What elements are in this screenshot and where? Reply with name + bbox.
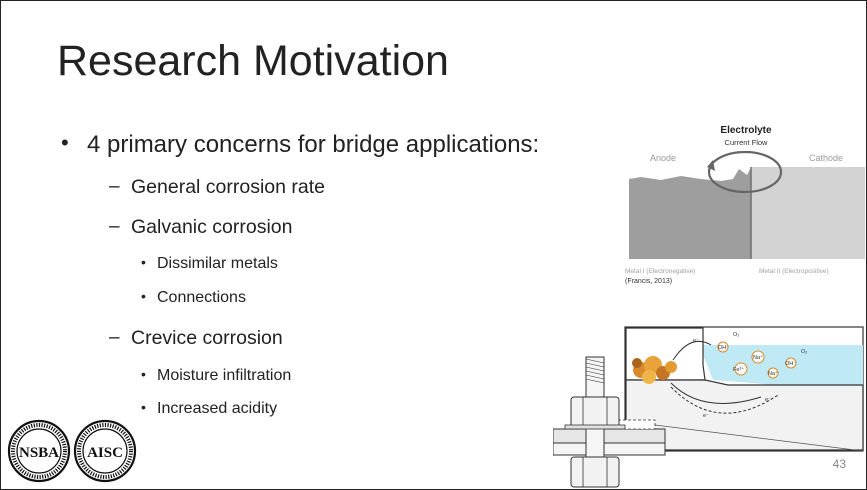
leader-line bbox=[654, 424, 864, 452]
electrolyte-label: Electrolyte bbox=[720, 125, 772, 136]
logos: NSBA AISC bbox=[7, 419, 137, 483]
bullet-dissimilar-metals: Dissimilar metals bbox=[157, 255, 278, 272]
aisc-logo-text: AISC bbox=[87, 445, 123, 461]
rust-cluster-icon bbox=[632, 356, 677, 384]
bullet-dot-small: • bbox=[141, 288, 146, 304]
ion-label: e⁻ bbox=[703, 413, 709, 419]
anode-label: Anode bbox=[650, 153, 676, 163]
bullet-general-corrosion: General corrosion rate bbox=[131, 176, 326, 198]
metal1-label: Metal I (Electronegative) bbox=[625, 268, 695, 275]
nsba-logo: NSBA bbox=[7, 419, 71, 483]
bullet-dot-small: • bbox=[141, 366, 146, 382]
cathode-label: Cathode bbox=[809, 153, 843, 163]
page-number: 43 bbox=[832, 457, 846, 471]
bullet-increased-acidity: Increased acidity bbox=[157, 400, 278, 417]
electron-path-arrow bbox=[670, 382, 762, 404]
bullet-dot: • bbox=[61, 130, 69, 155]
ion-label: e⁻ bbox=[693, 338, 699, 344]
galvanic-corrosion-figure: Electrolyte Current Flow Anode Cathode M… bbox=[621, 119, 865, 341]
bullet-moisture-infiltration: Moisture infiltration bbox=[157, 367, 292, 384]
upper-plate bbox=[553, 428, 666, 444]
washer-icon bbox=[564, 424, 626, 430]
na-ion-icon bbox=[751, 350, 765, 364]
lower-plate bbox=[553, 442, 666, 456]
bolt-threads bbox=[585, 358, 605, 384]
bolt-head-icon bbox=[570, 456, 620, 488]
ion-label: e⁻ bbox=[765, 397, 771, 403]
citation-label: (Francis, 2013) bbox=[625, 278, 672, 285]
bullet-crevice-corrosion: Crevice corrosion bbox=[131, 327, 283, 349]
bullet-main: 4 primary concerns for bridge applicatio… bbox=[87, 131, 540, 158]
bullet-dot-small: • bbox=[141, 254, 146, 270]
ion-label: Na⁺ bbox=[753, 354, 763, 361]
oh-ion-icon bbox=[785, 357, 797, 369]
ion-label: O₂ bbox=[801, 349, 807, 355]
ion-label: Na⁺ bbox=[768, 370, 778, 377]
ion-label: OH⁻ bbox=[785, 361, 796, 367]
current-flow-label: Current Flow bbox=[725, 138, 769, 147]
slide-title: Research Motivation bbox=[57, 37, 449, 85]
metal-electronegative-block bbox=[629, 167, 751, 259]
na-ion-icon bbox=[767, 367, 779, 379]
fe-ion-icon bbox=[734, 362, 748, 376]
oh-ion-icon bbox=[717, 341, 729, 353]
dash-marker: – bbox=[109, 176, 120, 197]
dash-marker: – bbox=[109, 216, 120, 237]
ion-label: O₂ bbox=[733, 332, 739, 338]
crevice-corrosion-figure: e⁻ O₂ Na⁺ OH⁻ Fe²⁺ Na⁺ O₂ OH⁻ e⁻ e⁻ bbox=[553, 326, 864, 488]
ion-label: OH⁻ bbox=[718, 345, 729, 351]
metal-electropositive-block bbox=[751, 167, 865, 259]
electron-arrow bbox=[672, 340, 712, 361]
current-path-arrow bbox=[670, 386, 779, 414]
arrow-head-icon bbox=[707, 160, 715, 171]
current-flow-loop bbox=[707, 150, 783, 194]
hex-nut-icon bbox=[570, 396, 620, 428]
nsba-logo-text: NSBA bbox=[19, 445, 59, 461]
bullet-connections: Connections bbox=[157, 289, 246, 306]
dash-marker: – bbox=[109, 327, 120, 348]
aisc-logo: AISC bbox=[73, 419, 137, 483]
metal2-label: Metal II (Electropositive) bbox=[759, 268, 829, 275]
bullet-galvanic-corrosion: Galvanic corrosion bbox=[131, 216, 293, 238]
ion-label: Fe²⁺ bbox=[733, 366, 744, 373]
bullet-dot-small: • bbox=[141, 399, 146, 415]
